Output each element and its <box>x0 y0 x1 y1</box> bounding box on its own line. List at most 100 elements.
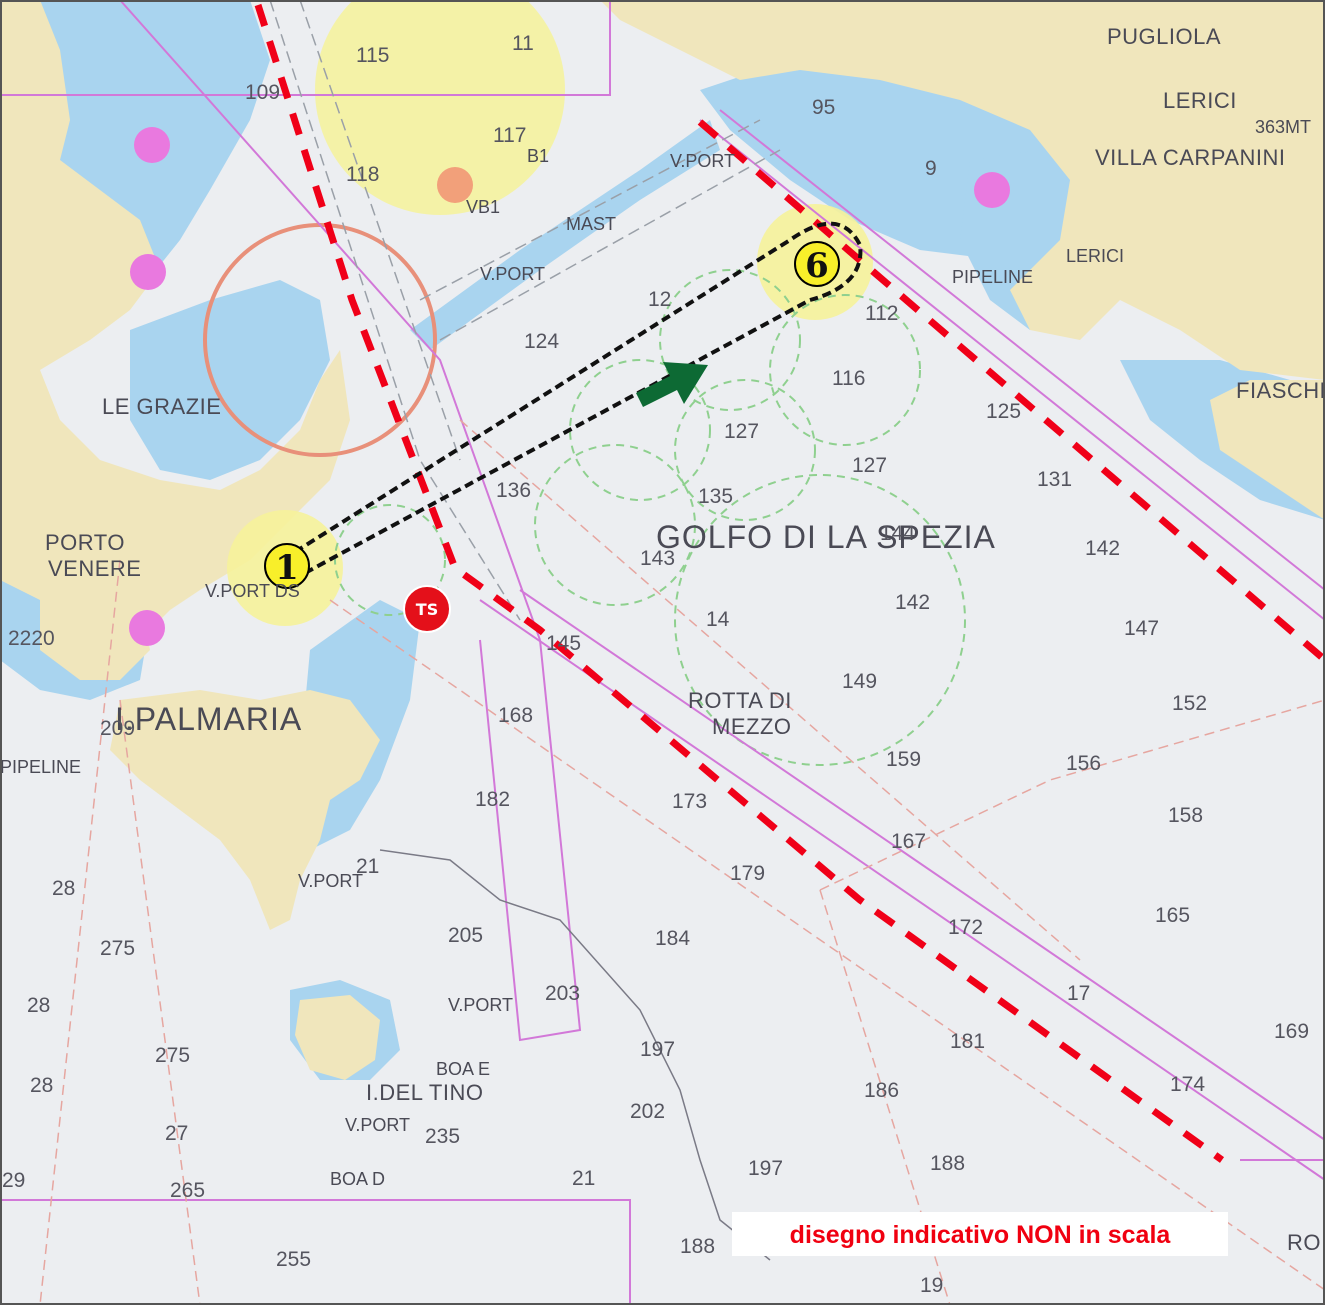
depth-sounding: 205 <box>448 924 483 947</box>
direction-arrow <box>636 362 708 407</box>
label-boa-e: BOA E <box>436 1059 490 1079</box>
route-path <box>293 221 863 575</box>
depth-sounding: 124 <box>524 330 559 353</box>
waypoint-6-label: 6 <box>805 246 829 286</box>
depth-sounding: 14 <box>706 608 730 631</box>
label-vport-north: V.PORT <box>670 151 735 171</box>
depth-sounding: 235 <box>425 1125 460 1148</box>
depth-sounding: 179 <box>730 862 765 885</box>
chart-grey-lines <box>269 0 781 621</box>
label-vport-tino1: V.PORT <box>448 995 513 1015</box>
depth-contour <box>379 849 771 1261</box>
label-del-tino: I.DEL TINO <box>366 1080 483 1105</box>
label-height-363: 363MT <box>1255 117 1311 137</box>
label-b1: B1 <box>527 146 549 166</box>
land-fiasche <box>1210 380 1325 520</box>
depth-sounding: 197 <box>640 1038 675 1061</box>
label-mezzo: MEZZO <box>712 714 792 739</box>
depth-sounding: 109 <box>245 81 280 104</box>
land-palmaria <box>110 690 380 930</box>
label-vport-tino2: V.PORT <box>345 1115 410 1135</box>
depth-sounding: 173 <box>672 790 707 813</box>
anchorage-zone <box>315 0 565 215</box>
depth-sounding: 28 <box>52 877 75 900</box>
depth-sounding: 29 <box>2 1169 25 1192</box>
depth-sounding: 168 <box>498 704 533 727</box>
label-porto: PORTO <box>45 530 125 555</box>
depth-sounding: 156 <box>1066 752 1101 775</box>
depth-sounding: 265 <box>170 1179 205 1202</box>
depth-sounding: 159 <box>886 748 921 771</box>
depth-sounding: 116 <box>832 367 865 390</box>
label-pipeline-west: PIPELINE <box>0 757 81 777</box>
label-lerici: LERICI <box>1163 88 1237 113</box>
depth-sounding: 255 <box>276 1248 311 1271</box>
shallow-water-channel <box>410 120 720 350</box>
depth-sounding: 167 <box>891 830 926 853</box>
depth-sounding: 174 <box>1170 1073 1205 1096</box>
depth-sounding: 125 <box>986 400 1021 423</box>
depth-sounding: 131 <box>1037 468 1072 491</box>
land-north-east <box>600 0 1325 380</box>
depth-sounding: 142 <box>895 591 930 614</box>
depth-sounding: 136 <box>496 479 531 502</box>
scale-note: disegno indicativo NON in scala <box>732 1212 1228 1256</box>
label-vport-mid: V.PORT <box>480 264 545 284</box>
depth-sounding: 144 <box>880 522 915 545</box>
depth-sounding: 11 <box>512 32 534 55</box>
land-tino <box>295 995 380 1080</box>
depth-sounding: 202 <box>630 1100 665 1123</box>
depth-sounding: 143 <box>640 547 675 570</box>
label-palmaria: I.PALMARIA <box>115 701 302 737</box>
depth-sounding: 95 <box>812 96 835 119</box>
depth-sounding: 184 <box>655 927 690 950</box>
label-vport-palmaria: V.PORT <box>298 871 363 891</box>
ts-marker-label: TS <box>416 600 438 619</box>
depth-sounding: 142 <box>1085 537 1120 560</box>
depth-sounding: 188 <box>930 1152 965 1175</box>
scale-note-text: disegno indicativo NON in scala <box>790 1221 1172 1249</box>
depth-sounding: 149 <box>842 670 877 693</box>
depth-sounding: 203 <box>545 982 580 1005</box>
label-pipeline-east: PIPELINE <box>952 267 1033 287</box>
depth-sounding: 145 <box>546 632 581 655</box>
depth-sounding: 28 <box>27 994 50 1017</box>
land-west <box>0 0 350 650</box>
depth-sounding: 165 <box>1155 904 1190 927</box>
depth-sounding: 135 <box>698 485 733 508</box>
depth-sounding: 27 <box>165 1122 188 1145</box>
depth-sounding: 186 <box>864 1079 899 1102</box>
waypoint-6: 6 <box>794 241 840 287</box>
depth-sounding: 152 <box>1172 692 1207 715</box>
depth-soundings: 11 115 117 109 118 9 95 112 116 127 125 … <box>2 32 1309 1297</box>
depth-sounding: 117 <box>493 124 526 147</box>
label-le-grazie: LE GRAZIE <box>102 394 221 419</box>
depth-sounding: 21 <box>356 855 379 878</box>
waypoint-1-label: 1 <box>275 548 299 588</box>
depth-sounding: 275 <box>100 937 135 960</box>
label-boa-d: BOA D <box>330 1169 385 1189</box>
anchorage-circles <box>334 269 966 766</box>
depth-sounding: 9 <box>925 157 937 180</box>
depth-sounding: 172 <box>948 916 983 939</box>
depth-sounding: 118 <box>346 163 379 186</box>
depth-sounding: 19 <box>920 1274 943 1297</box>
waypoint-1: 1 <box>264 543 310 589</box>
depth-sounding: 197 <box>748 1157 783 1180</box>
label-ro: RO <box>1287 1230 1321 1255</box>
depth-sounding: 28 <box>30 1074 53 1097</box>
depth-sounding: 17 <box>1067 982 1090 1005</box>
ts-marker: TS <box>403 585 451 633</box>
label-villa-carpanini: VILLA CARPANINI <box>1095 145 1286 170</box>
label-vb1: VB1 <box>466 197 500 217</box>
label-golfo: GOLFO DI LA SPEZIA <box>656 519 996 555</box>
depth-sounding: 182 <box>475 788 510 811</box>
depth-sounding: 169 <box>1274 1020 1309 1043</box>
label-pugliola: PUGLIOLA <box>1107 24 1221 49</box>
depth-sounding: 127 <box>724 420 759 443</box>
label-venere: VENERE <box>48 556 141 581</box>
label-mast: MAST <box>566 214 616 234</box>
label-rotta: ROTTA DI <box>688 688 792 713</box>
